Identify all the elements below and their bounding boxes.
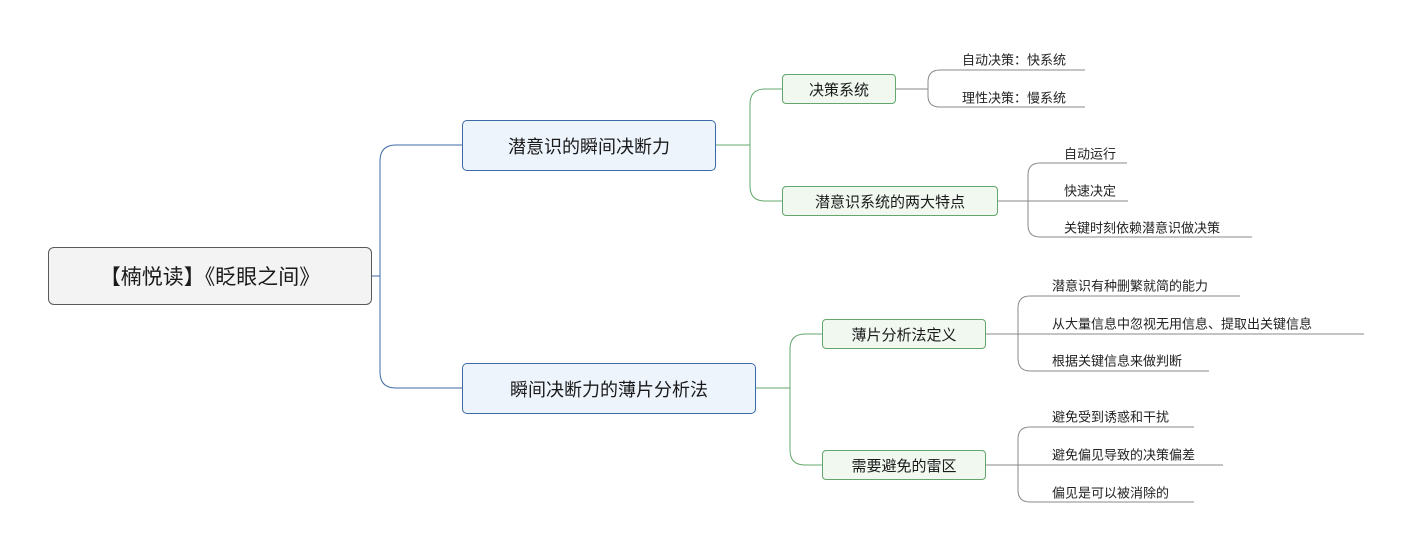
link-branch1-sub1 <box>716 88 782 146</box>
link-leaf <box>1017 465 1194 503</box>
subtopic-pitfalls-to-avoid[interactable]: 需要避免的雷区 <box>822 450 986 480</box>
subtopic-subconscious-features[interactable]: 潜意识系统的两大特点 <box>782 186 998 216</box>
leaf-topic[interactable]: 关键时刻依赖潜意识做决策 <box>1064 221 1221 237</box>
branch-topic-thin-slicing[interactable]: 瞬间决断力的薄片分析法 <box>462 363 756 414</box>
leaf-topic[interactable]: 避免受到诱惑和干扰 <box>1052 410 1170 426</box>
subtopic-decision-system[interactable]: 决策系统 <box>782 74 896 104</box>
link-root-branch1 <box>372 144 462 277</box>
link-branch2-sub1 <box>756 333 822 389</box>
leaf-topic[interactable]: 避免偏见导致的决策偏差 <box>1052 448 1196 464</box>
link-leaf <box>927 89 1085 108</box>
root-topic[interactable]: 【楠悦读】《眨眼之间》 <box>48 247 372 305</box>
leaf-topic[interactable]: 快速决定 <box>1064 184 1117 200</box>
subtopic-thin-slicing-definition[interactable]: 薄片分析法定义 <box>822 319 986 349</box>
leaf-topic[interactable]: 自动运行 <box>1064 147 1117 163</box>
leaf-topic[interactable]: 从大量信息中忽视无用信息、提取出关键信息 <box>1052 317 1313 333</box>
leaf-topic[interactable]: 自动决策：快系统 <box>962 53 1067 69</box>
branch-topic-subconscious-decision[interactable]: 潜意识的瞬间决断力 <box>462 120 716 171</box>
link-leaf <box>896 69 1085 90</box>
link-leaf <box>986 426 1194 466</box>
link-leaf <box>1027 201 1252 238</box>
link-branch2-sub2 <box>789 388 822 466</box>
leaf-topic[interactable]: 根据关键信息来做判断 <box>1052 354 1183 370</box>
leaf-topic[interactable]: 偏见是可以被消除的 <box>1052 486 1170 502</box>
link-root-branch2 <box>379 276 462 389</box>
link-leaf <box>998 162 1127 202</box>
link-leaf <box>986 295 1240 335</box>
link-branch1-sub2 <box>749 145 782 202</box>
leaf-topic[interactable]: 理性决策：慢系统 <box>962 91 1067 107</box>
link-leaf <box>1017 334 1209 372</box>
leaf-topic[interactable]: 潜意识有种删繁就简的能力 <box>1052 279 1209 295</box>
